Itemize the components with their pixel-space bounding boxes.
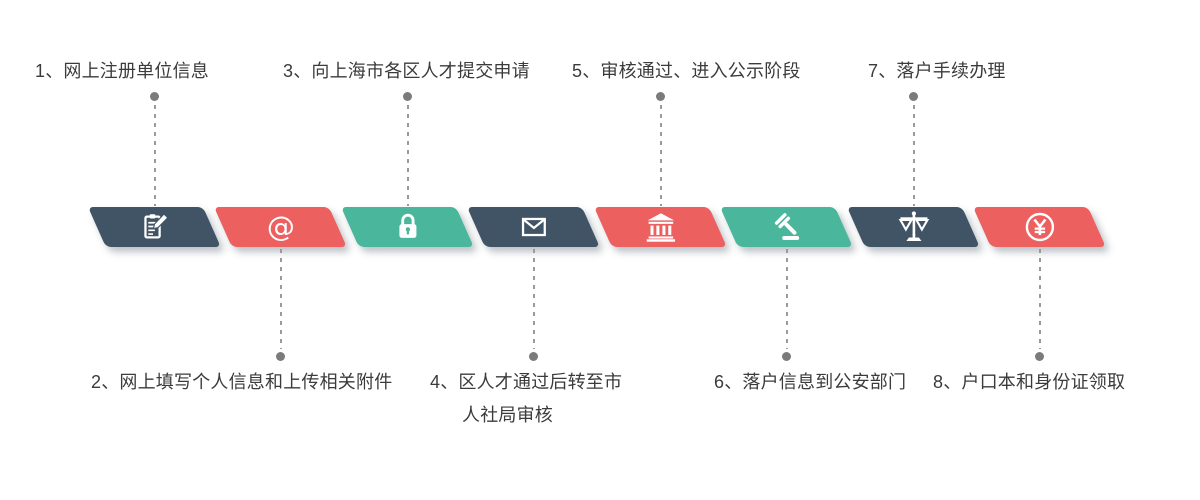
step-5-label: 5、审核通过、进入公示阶段 <box>572 61 801 81</box>
svg-text:@: @ <box>266 210 294 243</box>
step-3-label-line-1: 3、向上海市各区人才提交申请 <box>283 61 530 81</box>
step-6-connector-dot <box>782 352 791 361</box>
step-4-label-line-1: 4、区人才通过后转至市 <box>430 372 623 392</box>
step-6-label-line-1: 6、落户信息到公安部门 <box>714 372 907 392</box>
step-7-shape <box>847 207 980 247</box>
step-4-shape <box>467 207 600 247</box>
clipboard-pencil-icon <box>136 209 173 245</box>
step-1-label: 1、网上注册单位信息 <box>35 61 209 81</box>
step-4-connector-dot <box>529 352 538 361</box>
step-8-connector-line <box>1038 249 1041 349</box>
step-1-label-line-1: 1、网上注册单位信息 <box>35 61 210 81</box>
step-5-shape <box>594 207 727 247</box>
step-4-label-line-2: 人社局审核 <box>462 405 553 425</box>
step-7-label-line-1: 7、落户手续办理 <box>868 61 1006 81</box>
step-1-connector-line <box>153 105 156 206</box>
step-8-label-line-1: 8、户口本和身份证领取 <box>933 372 1126 392</box>
step-2-label-line-1: 2、网上填写个人信息和上传相关附件 <box>91 372 393 392</box>
yuan-icon <box>1021 209 1058 245</box>
gavel-icon <box>768 209 805 245</box>
step-5-connector-dot <box>656 92 665 101</box>
step-6-label: 6、落户信息到公安部门 <box>714 372 906 392</box>
step-1-connector-dot <box>150 92 159 101</box>
step-3-label: 3、向上海市各区人才提交申请 <box>283 61 530 81</box>
step-2-shape: @ <box>214 207 347 247</box>
step-8-label: 8、户口本和身份证领取 <box>933 372 1125 392</box>
at-icon: @ <box>262 209 299 245</box>
step-4-label: 4、区人才通过后转至市人社局审核 <box>430 372 622 425</box>
step-1-shape <box>88 207 221 247</box>
step-2-label: 2、网上填写个人信息和上传相关附件 <box>91 372 392 392</box>
step-3-connector-dot <box>403 92 412 101</box>
bank-icon <box>642 209 679 245</box>
step-7-connector-line <box>912 105 915 206</box>
step-5-label-line-1: 5、审核通过、进入公示阶段 <box>572 61 801 81</box>
scales-icon <box>895 209 932 245</box>
envelope-icon <box>515 209 552 245</box>
step-7-label: 7、落户手续办理 <box>868 61 1006 81</box>
step-8-shape <box>973 207 1106 247</box>
step-5-connector-line <box>659 105 662 206</box>
step-3-shape <box>341 207 474 247</box>
step-7-connector-dot <box>909 92 918 101</box>
padlock-icon <box>389 209 426 245</box>
step-6-connector-line <box>785 249 788 349</box>
step-8-connector-dot <box>1035 352 1044 361</box>
step-4-connector-line <box>532 249 535 349</box>
step-2-connector-dot <box>276 352 285 361</box>
step-2-connector-line <box>279 249 282 349</box>
step-3-connector-line <box>406 105 409 206</box>
step-6-shape <box>720 207 853 247</box>
